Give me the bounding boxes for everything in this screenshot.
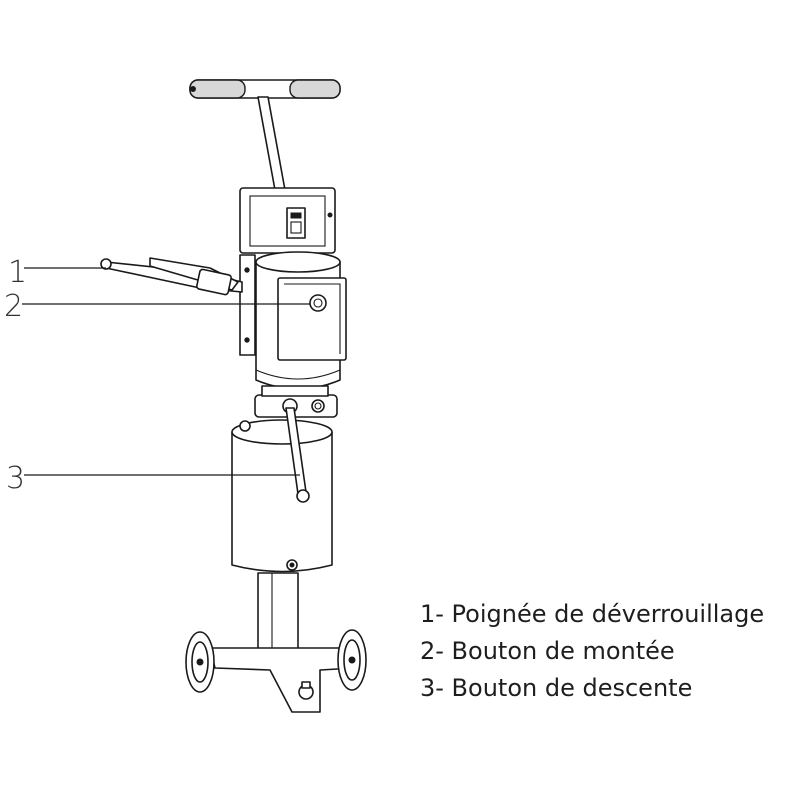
legend-item-3: 3- Bouton de descente	[420, 674, 693, 702]
legend: 1- Poignée de déverrouillage 2- Bouton d…	[420, 596, 764, 707]
legend-item-1: 1- Poignée de déverrouillage	[420, 600, 765, 628]
valve-block	[254, 385, 338, 418]
callout-number-3: 3	[6, 461, 25, 496]
up-button-housing	[277, 277, 347, 361]
legend-item-2: 2- Bouton de montée	[420, 637, 675, 665]
wheeled-base	[185, 629, 367, 713]
callout-number-1: 1	[8, 255, 27, 290]
down-lever	[285, 407, 310, 503]
release-handle	[100, 257, 243, 296]
support-column	[257, 572, 299, 659]
up-button	[309, 294, 327, 312]
t-handle	[189, 79, 341, 191]
callout-number-2: 2	[4, 289, 23, 324]
reservoir-tank	[231, 419, 333, 573]
mounting-plate	[239, 254, 256, 356]
switch-box	[239, 187, 336, 254]
